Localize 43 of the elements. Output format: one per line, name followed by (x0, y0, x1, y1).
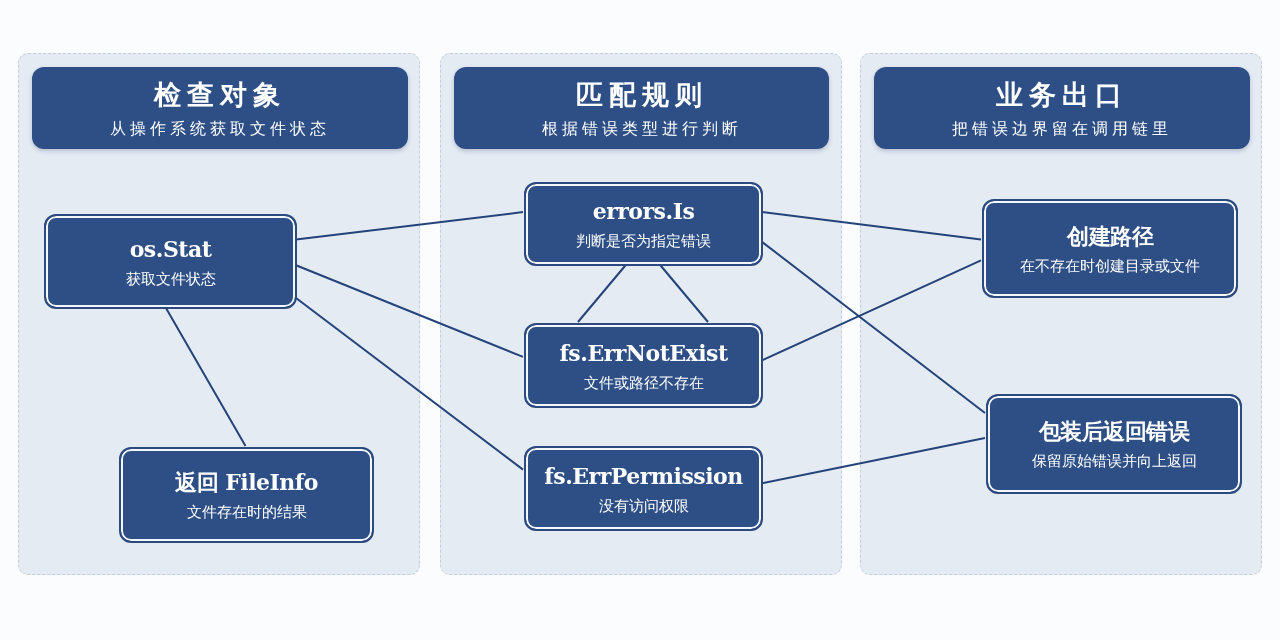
connector-line (295, 264, 524, 358)
connector-line (761, 259, 982, 362)
process-box (524, 323, 763, 408)
title-text: fs.ErrNotExist (559, 338, 728, 368)
process-box (119, 447, 374, 543)
title-text: 包装后返回错误 (1038, 417, 1190, 446)
connector-line (761, 240, 986, 414)
header-band (32, 67, 408, 149)
subtitle-text: 没有访问权限 (598, 495, 689, 517)
title-text: errors.Is (592, 197, 695, 226)
title-text: 创建路径 (1067, 221, 1153, 251)
connector-line (576, 264, 627, 323)
process-box (524, 446, 763, 531)
connector-line (164, 307, 247, 447)
column-panel (18, 53, 420, 575)
title-text: 业务出口 (995, 78, 1129, 112)
process-box (982, 199, 1238, 298)
connector-line (295, 211, 524, 241)
connector-line (761, 211, 982, 241)
subtitle-text: 判断是否为指定错误 (576, 231, 711, 252)
subtitle-text: 文件存在时的结果 (186, 502, 307, 523)
subtitle-text: 从操作系统获取文件状态 (109, 118, 331, 140)
column-panel (440, 53, 842, 575)
title-text: 检查对象 (152, 78, 287, 112)
subtitle-text: 保留原始错误并向上返回 (1031, 451, 1197, 472)
subtitle-text: 在不存在时创建目录或文件 (1020, 255, 1200, 277)
title-text: os.Stat (129, 234, 212, 264)
process-box (44, 214, 297, 309)
title-text: 返回 FileInfo (175, 468, 318, 497)
connector-line (659, 264, 709, 323)
subtitle-text: 文件或路径不存在 (583, 372, 704, 394)
subtitle-text: 根据错误类型进行判断 (540, 118, 743, 140)
title-text: fs.ErrPermission (544, 461, 743, 491)
process-box (524, 182, 763, 266)
connector-line (295, 297, 524, 471)
header-band (874, 67, 1250, 149)
subtitle-text: 把错误边界留在调用链里 (951, 118, 1173, 140)
process-box (986, 394, 1242, 494)
column-panel (860, 53, 1262, 575)
title-text: 匹配规则 (574, 78, 709, 112)
header-band (454, 67, 829, 149)
connector-line (761, 437, 986, 485)
subtitle-text: 获取文件状态 (125, 268, 216, 290)
